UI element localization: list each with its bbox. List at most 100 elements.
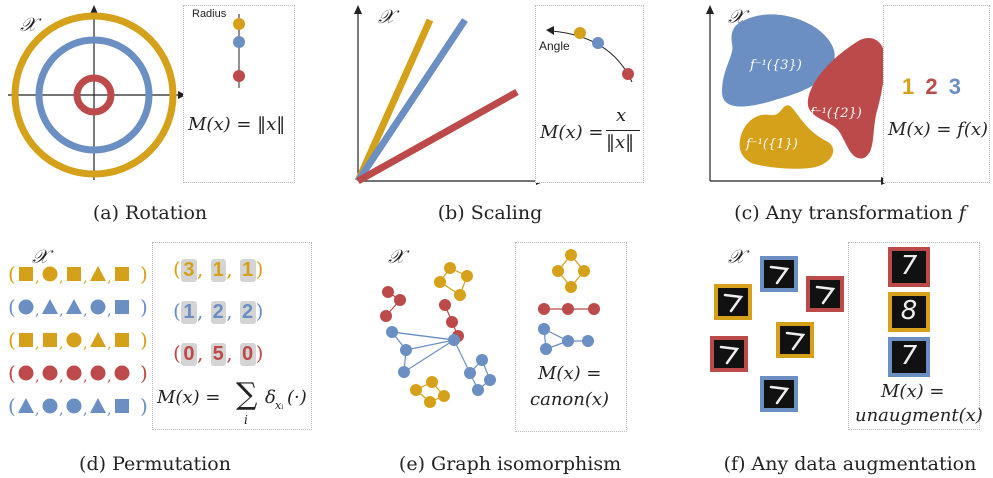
circle-shape <box>18 299 34 315</box>
svg-text:): ) <box>140 295 148 319</box>
panel-permutation: 𝒳 (,,,,)(,,,,)(,,,,)(,,,,)(,,,,) (3, 1, … <box>0 240 330 478</box>
scaling-formula-left: M(x) = <box>540 122 604 143</box>
angle-label: Angle <box>539 39 570 53</box>
panel-rotation: 𝒳 Radius M(x) = ‖x‖ (a) Rotation <box>0 0 300 230</box>
square-shape <box>115 399 129 413</box>
set-symbol: 𝒳 <box>728 6 745 28</box>
caption-f: f <box>958 202 966 224</box>
canonical-node <box>578 265 590 277</box>
region-2-label: f⁻¹({2}) <box>810 106 862 121</box>
circle-shape <box>90 365 106 381</box>
canonical-node <box>552 265 564 277</box>
yellow-ray <box>354 18 434 183</box>
canonical-node <box>540 343 552 355</box>
circle-shape <box>114 365 130 381</box>
digit-box-red <box>888 247 930 287</box>
svg-text:,: , <box>35 369 39 385</box>
svg-text:(: ( <box>8 394 16 418</box>
permutation-formula-left: M(x) = <box>157 387 221 408</box>
digit-box-blue <box>888 337 930 377</box>
blue-ray <box>355 18 468 183</box>
svg-text:): ) <box>140 262 148 286</box>
graph-node <box>472 384 484 396</box>
svg-text:,: , <box>59 336 63 352</box>
augmented-digit-tile <box>776 322 814 358</box>
shape-sequence-row: (,,,,) <box>8 328 148 352</box>
scaling-diagram <box>354 5 545 185</box>
svg-text:,: , <box>35 336 39 352</box>
augmented-digit-tile <box>760 376 798 412</box>
graph-node <box>394 294 406 306</box>
svg-text:,: , <box>107 303 111 319</box>
graph-node <box>438 390 450 402</box>
square-shape <box>67 267 81 281</box>
shape-sequence-row: (,,,,) <box>8 262 148 286</box>
graph-node <box>484 374 496 386</box>
square-shape <box>115 267 129 281</box>
canonical-digits <box>888 247 930 377</box>
caption-permutation: (d) Permutation <box>79 453 231 475</box>
outer-circle <box>11 12 177 178</box>
graph-node <box>446 316 458 328</box>
svg-text:): ) <box>140 328 148 352</box>
number-3: 3 <box>948 74 961 99</box>
square-shape <box>115 300 129 314</box>
square-shape <box>19 333 33 347</box>
circle-shape <box>66 398 82 414</box>
augmentation-inset: 7 8 7 M(x) = unaugment(x) <box>848 242 983 430</box>
canonical-node <box>565 249 577 261</box>
red-point <box>233 70 245 82</box>
augmented-images <box>710 256 844 412</box>
square-shape <box>115 333 129 347</box>
shape-sequence-row: (,,,,) <box>8 295 148 319</box>
augmentation-formula-line2: unaugment(x) <box>855 405 983 426</box>
graph-node <box>410 384 422 396</box>
graph-diagram <box>380 262 496 408</box>
region-3-label: f⁻¹({3}) <box>750 58 802 73</box>
scaling-inset: Angle M(x) = x ‖x‖ <box>535 5 644 183</box>
svg-text:): ) <box>140 361 148 385</box>
graph-formula-line2: canon(x) <box>530 389 610 410</box>
canonical-node <box>562 303 574 315</box>
svg-text:,: , <box>35 402 39 418</box>
circle-shape <box>66 365 82 381</box>
graph-node <box>461 270 473 282</box>
svg-text:,: , <box>107 369 111 385</box>
set-symbol: 𝒳 <box>388 246 405 268</box>
svg-text:(: ( <box>8 262 16 286</box>
graph-node <box>424 396 436 408</box>
svg-text:,: , <box>83 369 87 385</box>
svg-text:,: , <box>35 270 39 286</box>
graph-node <box>444 262 456 274</box>
svg-text:(: ( <box>8 328 16 352</box>
caption-augmentation: (f) Any data augmentation <box>723 453 977 475</box>
graph-node <box>454 289 466 301</box>
graph-node <box>464 367 476 379</box>
graph-node <box>426 376 438 388</box>
panel-scaling: 𝒳 Angle M(x) = x ‖x‖ (b) Scaling <box>340 0 660 230</box>
canonical-node <box>562 335 574 347</box>
canonical-graphs <box>538 249 600 355</box>
delta-argument: (·) <box>287 387 307 408</box>
digit-7-red: 7 <box>900 251 918 281</box>
graph-edge <box>403 339 455 373</box>
svg-text:,: , <box>107 336 111 352</box>
delta-symbol: δ <box>265 387 276 408</box>
augmented-digit-tile <box>760 256 798 292</box>
graph-node <box>448 334 460 346</box>
caption-rotation: (a) Rotation <box>92 202 208 224</box>
panel-graph: 𝒳 M(x) = canon(x) (e) Graph isomorphism <box>370 240 660 478</box>
svg-text:,: , <box>83 303 87 319</box>
rotation-inset: Radius M(x) = ‖x‖ <box>183 5 295 183</box>
transformation-formula: M(x) = f(x) <box>888 119 989 140</box>
yellow-point <box>574 27 586 39</box>
circle-shape <box>66 332 82 348</box>
graph-edge <box>453 339 471 374</box>
count-row-yellow: (3, 1, 1) <box>173 257 264 282</box>
triangle-shape <box>90 332 106 347</box>
yellow-point <box>233 18 245 30</box>
red-ray <box>356 88 519 185</box>
circle-shape <box>18 365 34 381</box>
sum-subscript: i <box>244 413 248 427</box>
triangle-shape <box>90 266 106 281</box>
